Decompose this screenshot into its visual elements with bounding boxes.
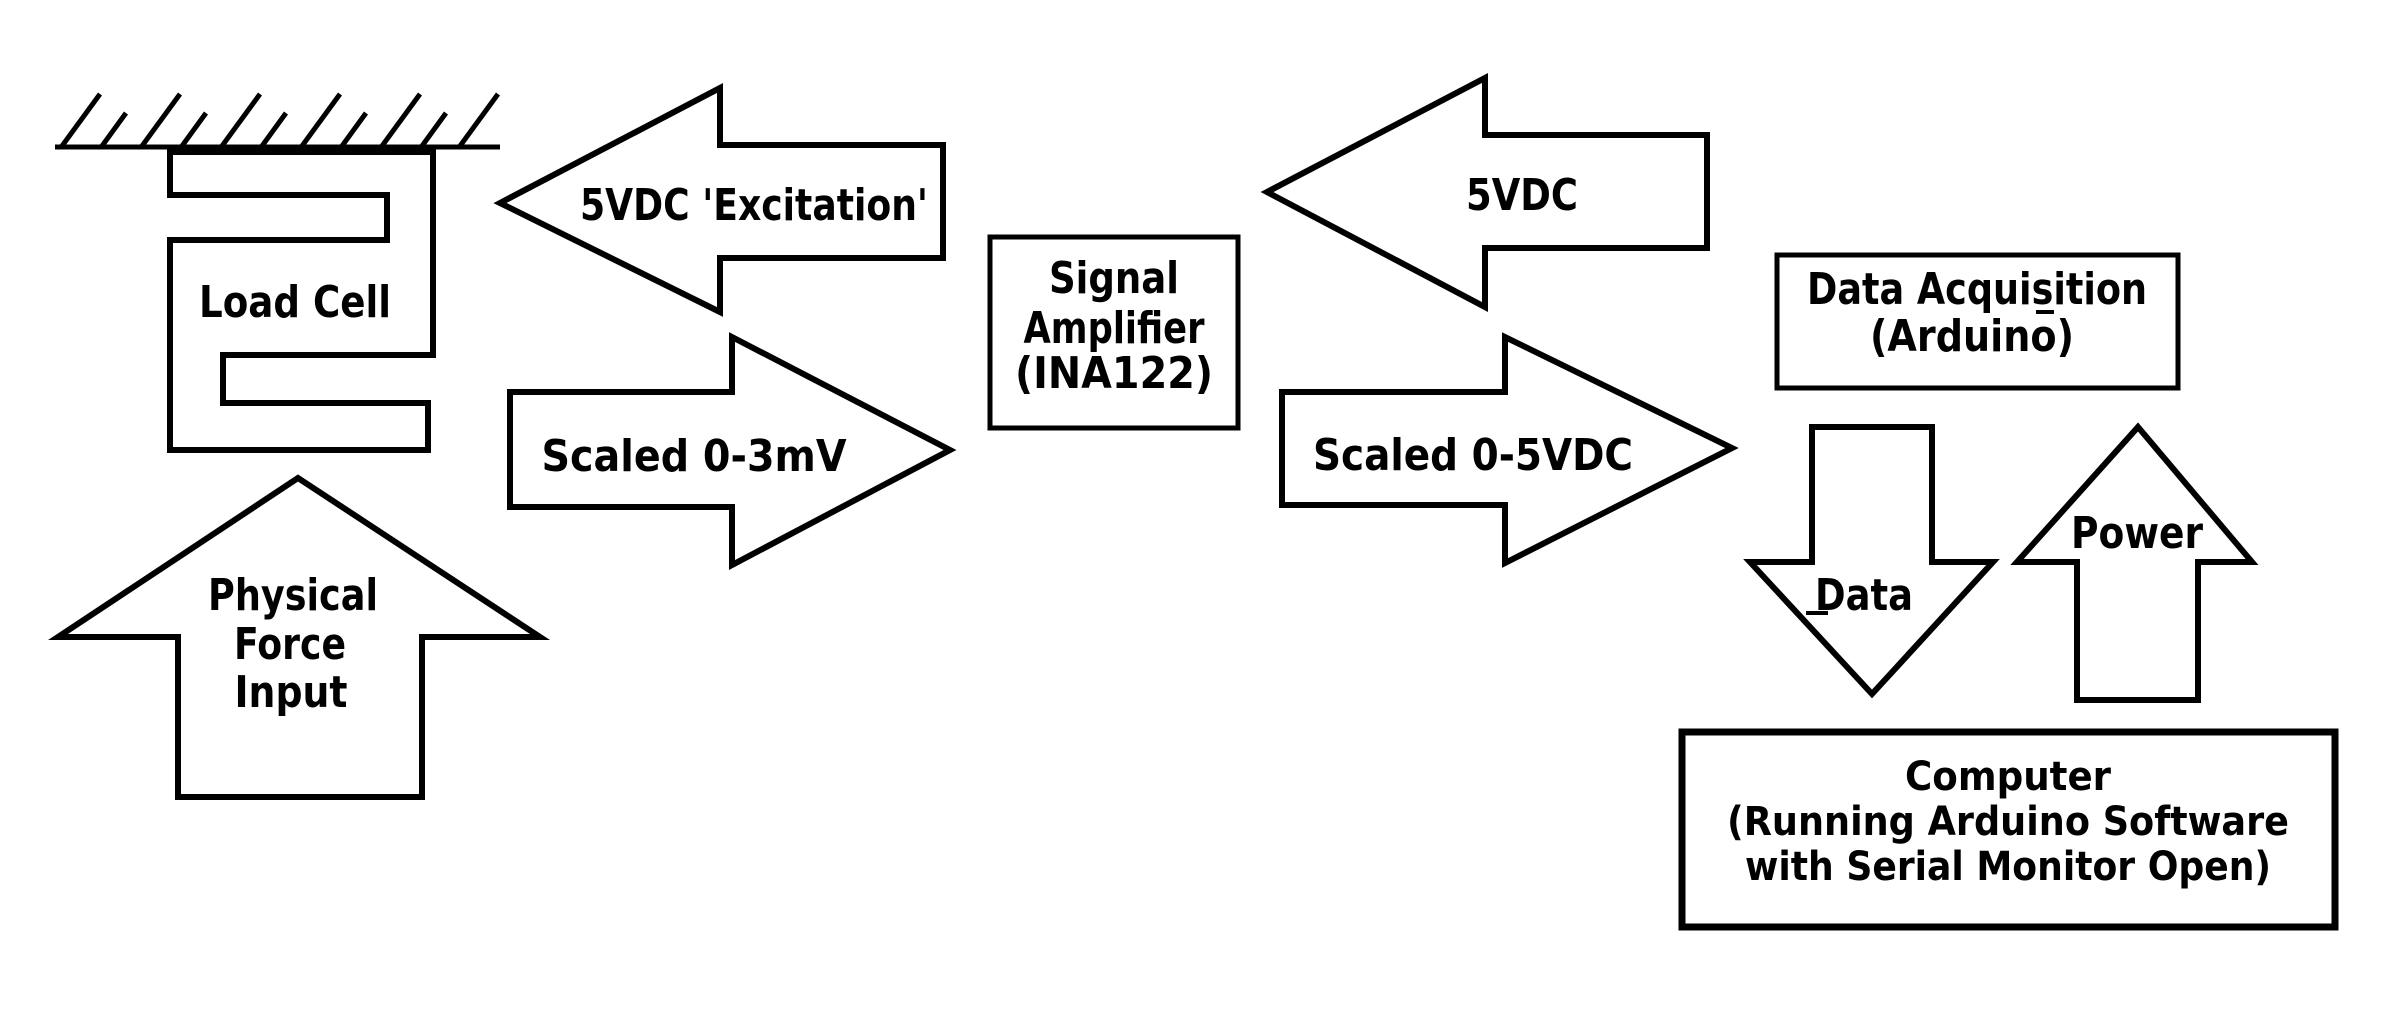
signal-amplifier-label-line1: Signal — [1049, 253, 1179, 304]
power-arrow: Power — [2010, 422, 2259, 703]
scaled-0-3mv-label: Scaled 0-3mV — [542, 431, 847, 482]
physical-force-label-line3: Input — [235, 667, 348, 718]
right-arrow-shape — [507, 332, 957, 570]
power-arrow-label: Power — [2071, 508, 2203, 559]
load-cell-node: Load Cell — [167, 149, 436, 453]
scaled-0-5vdc-label: Scaled 0-5VDC — [1313, 430, 1633, 481]
signal-amplifier-node: Signal Amplifier (INA122) — [987, 234, 1241, 431]
physical-force-arrow: Physical Force Input — [48, 474, 551, 800]
data-acquisition-box — [1774, 252, 2181, 391]
hatch-marks — [59, 92, 501, 148]
right-arrow-shape — [1279, 332, 1739, 568]
up-arrow-shape — [2010, 422, 2259, 703]
excitation-arrow-label: 5VDC 'Excitation' — [580, 180, 928, 231]
data-acquisition-node: Data Acquisition (Arduino) — [1774, 252, 2181, 391]
left-arrow-shape — [1260, 73, 1710, 312]
scaled-0-3mv-arrow: Scaled 0-3mV — [507, 332, 957, 570]
load-cell-shape — [167, 149, 436, 453]
supply-5vdc-arrow: 5VDC — [1260, 73, 1710, 312]
scaled-0-5vdc-arrow: Scaled 0-5VDC — [1279, 332, 1739, 568]
computer-label-line3: with Serial Monitor Open) — [1745, 844, 2271, 890]
down-arrow-shape — [1743, 424, 2000, 699]
left-arrow-shape — [493, 83, 946, 317]
up-arrow-shape — [48, 474, 551, 800]
excitation-arrow: 5VDC 'Excitation' — [493, 83, 946, 317]
ceiling-mount — [55, 92, 501, 150]
data-acquisition-label-line1: Data Acquisition — [1807, 264, 2147, 315]
computer-box — [1678, 728, 2339, 931]
physical-force-label-line1: Physical — [208, 570, 378, 621]
data-arrow-label: Data — [1815, 570, 1913, 621]
signal-amplifier-label-line2: Amplifier — [1024, 303, 1205, 354]
load-cell-label: Load Cell — [199, 277, 391, 328]
data-arrow: Data — [1743, 424, 2000, 699]
computer-label-line1: Computer — [1905, 754, 2111, 800]
computer-label-line2: (Running Arduino Software — [1727, 799, 2289, 845]
data-acquisition-label-line2: (Arduino) — [1870, 311, 2074, 362]
signal-amplifier-label-line3: (INA122) — [1015, 348, 1213, 399]
physical-force-label-line2: Force — [234, 619, 346, 670]
supply-5vdc-label: 5VDC — [1466, 170, 1578, 221]
computer-node: Computer (Running Arduino Software with … — [1678, 728, 2339, 931]
signal-amplifier-box — [987, 234, 1241, 431]
